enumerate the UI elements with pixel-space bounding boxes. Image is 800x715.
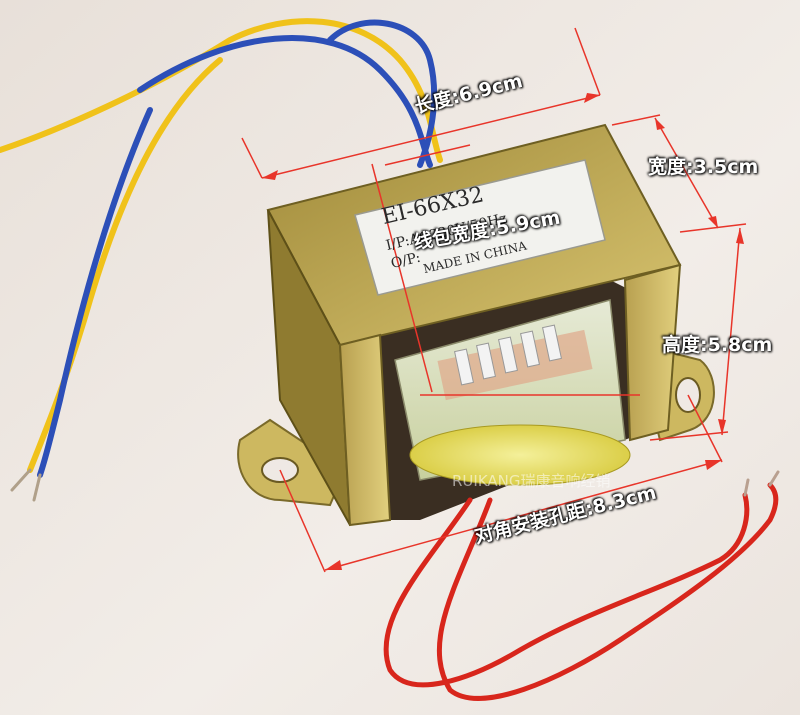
frame-front-left bbox=[338, 333, 392, 527]
metal-frame bbox=[266, 123, 682, 527]
length-dimension-line bbox=[261, 94, 601, 179]
yellow-wire bbox=[0, 18, 443, 163]
input-wires bbox=[0, 18, 443, 502]
coil-yellow-winding bbox=[409, 424, 631, 486]
blue-wire bbox=[137, 35, 433, 168]
height-dimension-line bbox=[721, 227, 741, 436]
width-label: 宽度:3.5cm bbox=[648, 156, 759, 178]
coil-terminals bbox=[454, 324, 562, 386]
dimension-arrowheads bbox=[262, 93, 744, 570]
yellow-wire-lead bbox=[27, 57, 223, 473]
frame-front-right bbox=[623, 263, 682, 442]
width-dimension-line bbox=[654, 117, 719, 229]
nameplate bbox=[354, 159, 606, 296]
watermark: RUIKANG瑞康音响经销 bbox=[452, 472, 611, 490]
blue-wire-arc bbox=[327, 19, 438, 168]
height-label: 高度:5.8cm bbox=[662, 334, 773, 356]
red-wire-1 bbox=[383, 492, 750, 688]
hole-distance-dimension-line bbox=[324, 459, 723, 571]
blue-wire-lead bbox=[37, 107, 153, 478]
output-wires bbox=[383, 470, 780, 701]
red-wire-2 bbox=[436, 482, 779, 701]
dimension-lines bbox=[241, 27, 747, 573]
coil-width-dimension-line bbox=[371, 163, 433, 393]
coil bbox=[394, 299, 631, 486]
